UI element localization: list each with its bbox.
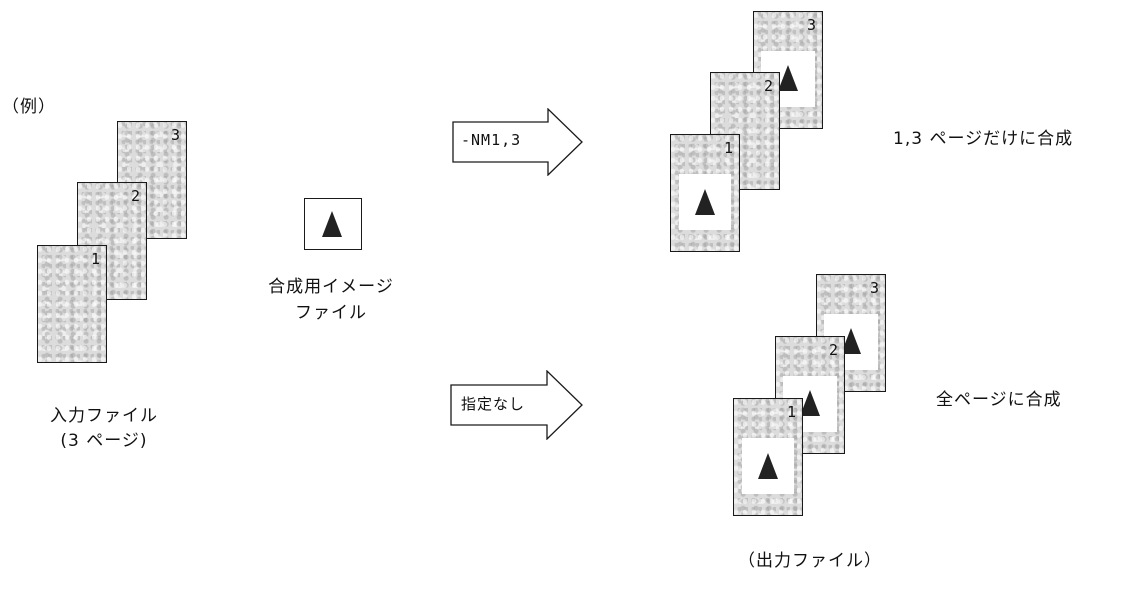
- merge-image-caption-line2: ファイル: [295, 303, 367, 323]
- triangle-icon: [778, 65, 798, 91]
- merged-image-area: [679, 174, 731, 230]
- bottom-arrow-label: 指定なし: [461, 395, 526, 413]
- top-arrow: [452, 108, 583, 176]
- page-number: 1: [723, 139, 733, 157]
- output-bottom-page-3: 3: [816, 274, 886, 392]
- page-number: 3: [869, 279, 879, 297]
- triangle-icon: [695, 189, 715, 215]
- page-number: 3: [170, 126, 180, 144]
- output-file-caption: （出力ファイル）: [738, 551, 882, 571]
- triangle-icon: [800, 390, 820, 416]
- triangle-icon: [322, 211, 342, 237]
- output-top-page-1: 1: [670, 134, 740, 252]
- input-caption-line2: (3 ページ): [60, 431, 148, 451]
- merged-image-area: [742, 438, 794, 494]
- merge-image-caption-line1: 合成用イメージ: [268, 277, 394, 297]
- page-number: 2: [763, 77, 773, 95]
- page-number: 2: [828, 341, 838, 359]
- top-arrow-label: -NM1,3: [461, 131, 522, 149]
- merge-image-box: [304, 198, 362, 250]
- bottom-arrow: [450, 370, 583, 440]
- example-label: （例）: [2, 97, 56, 117]
- input-caption-line1: 入力ファイル: [50, 406, 158, 426]
- page-number: 3: [806, 16, 816, 34]
- output-top-caption: 1,3 ページだけに合成: [893, 129, 1074, 149]
- output-bottom-page-1: 1: [733, 398, 803, 516]
- page-number: 1: [90, 250, 100, 268]
- input-page-1: 1: [37, 245, 107, 363]
- page-number: 1: [786, 403, 796, 421]
- page-number: 2: [130, 187, 140, 205]
- output-bottom-caption: 全ページに合成: [936, 390, 1062, 410]
- triangle-icon: [758, 453, 778, 479]
- triangle-icon: [841, 328, 861, 354]
